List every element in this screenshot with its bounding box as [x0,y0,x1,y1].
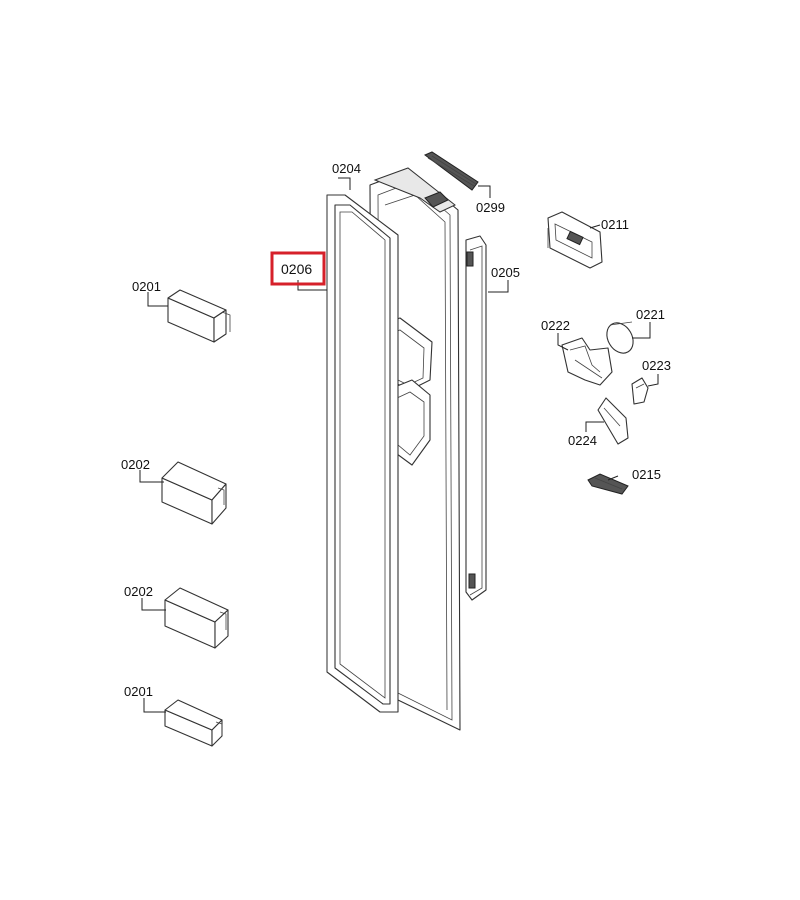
label-0299[interactable]: 0299 [476,200,505,215]
label-0202-upper[interactable]: 0202 [121,457,150,472]
door-strip-0205[interactable] [465,235,487,601]
label-0204[interactable]: 0204 [332,161,361,176]
leader-lines [139,177,659,713]
label-0224[interactable]: 0224 [568,433,597,448]
drip-grille-0215[interactable] [587,473,629,495]
part-labels: 0204 0299 0211 0206 0205 0201 0221 0222 … [121,161,671,699]
label-0215[interactable]: 0215 [632,467,661,482]
round-cover-0221[interactable] [602,318,639,358]
label-0223[interactable]: 0223 [642,358,671,373]
label-0202-lower[interactable]: 0202 [124,584,153,599]
door-shelf-0201-top[interactable] [167,289,231,343]
highlight-box-0206 [270,251,326,286]
flap-0224[interactable] [597,397,629,445]
label-0211[interactable]: 0211 [601,217,629,232]
label-0201-bottom[interactable]: 0201 [124,684,153,699]
label-0206[interactable]: 0206 [281,261,312,277]
clip-0223[interactable] [631,377,649,405]
dispenser-bracket-0222[interactable] [561,337,613,386]
door-shelf-0202-upper[interactable] [161,461,227,525]
grille-0299[interactable] [424,151,479,191]
control-module-0211[interactable] [547,211,603,269]
label-0222[interactable]: 0222 [541,318,570,333]
label-0205[interactable]: 0205 [491,265,520,280]
door-shelf-0202-lower[interactable] [164,587,229,649]
label-0201-top[interactable]: 0201 [132,279,161,294]
label-0221[interactable]: 0221 [636,307,665,322]
door-gasket-0206[interactable] [326,194,399,713]
door-shelf-0201-bottom[interactable] [164,699,223,747]
